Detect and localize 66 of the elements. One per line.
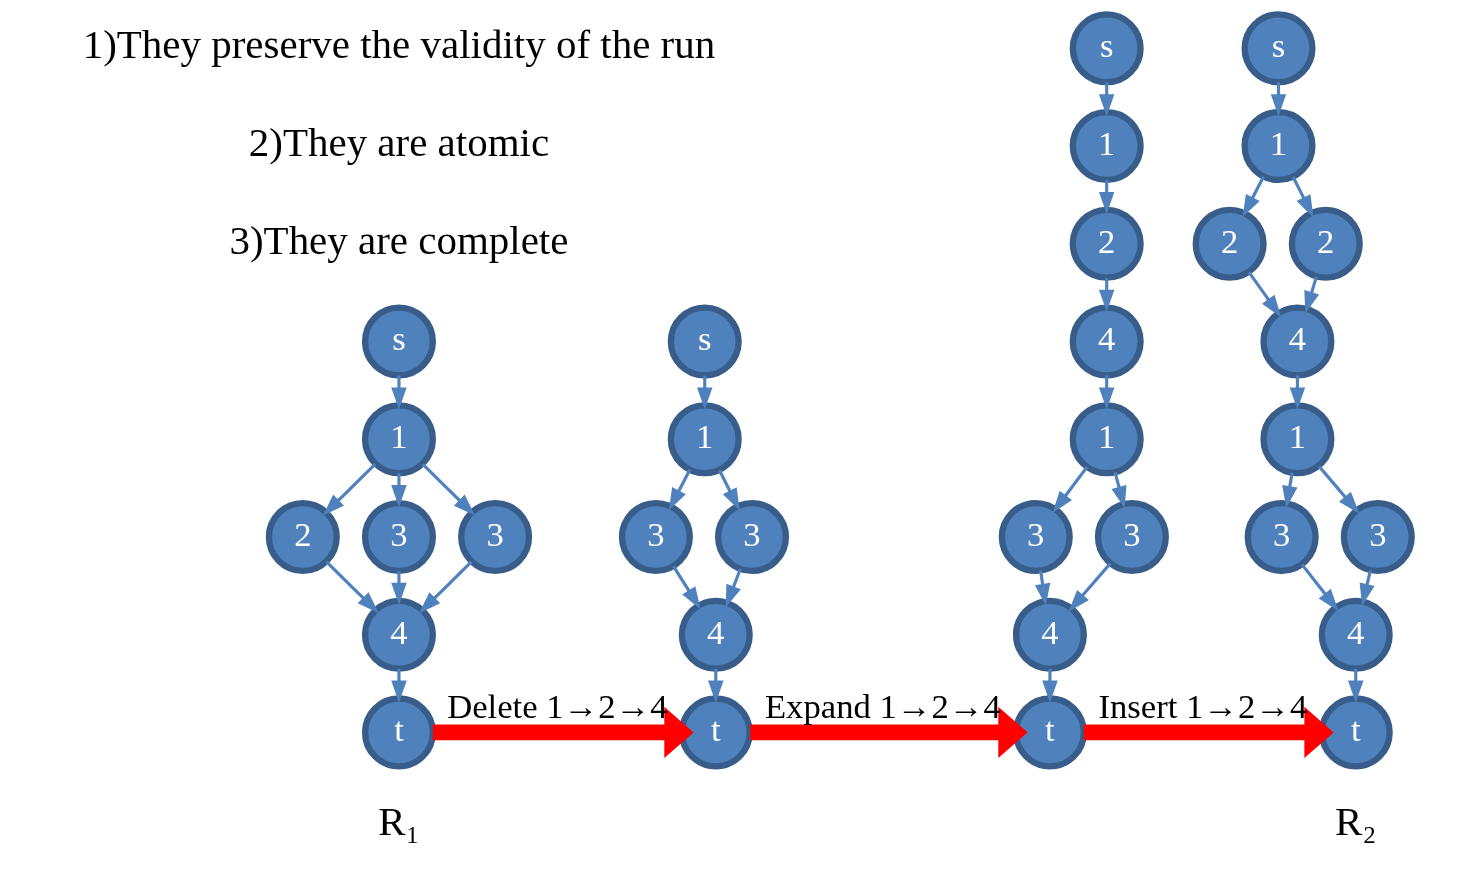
node-circle: 3 [1244, 499, 1319, 574]
node-circle: s [667, 304, 742, 379]
arrow [1052, 466, 1089, 513]
node-circle: 3 [1094, 499, 1169, 574]
node-circle: 3 [1340, 499, 1415, 574]
node-circle: 3 [998, 499, 1073, 574]
arrow [1068, 562, 1112, 612]
label: R₁ [378, 798, 420, 845]
edge-label: Delete 1→2→4 [447, 686, 668, 725]
arrow [718, 469, 740, 511]
arrow [1111, 471, 1127, 509]
arrow [391, 571, 407, 605]
node-circle: s [361, 304, 436, 379]
arrow [672, 565, 701, 610]
node-circle: 1 [1241, 109, 1316, 184]
arrow [1300, 563, 1339, 612]
node-circle: t [1318, 695, 1393, 770]
node-circle: 3 [458, 499, 533, 574]
node-circle: 1 [1069, 109, 1144, 184]
arrow [1304, 276, 1320, 314]
node-circle: 4 [1318, 597, 1393, 672]
label: 3)They are complete [229, 216, 569, 263]
node-circle: s [1069, 11, 1144, 86]
node-circle: t [361, 695, 436, 770]
arrow [1291, 176, 1314, 218]
arrow [1317, 465, 1360, 514]
label: 1)They preserve the validity of the run [82, 21, 716, 68]
node-circle: 4 [1012, 597, 1087, 672]
arrow [419, 560, 473, 614]
arrow [391, 375, 407, 410]
node-circle: 3 [361, 499, 436, 574]
arrow [1242, 175, 1265, 218]
arrow [391, 473, 407, 508]
arrow [1083, 706, 1334, 759]
node-circle: 1 [1069, 402, 1144, 477]
node-circle: 4 [1069, 304, 1144, 379]
edge-label: Insert 1→2→4 [1098, 686, 1308, 725]
arrow [1359, 570, 1375, 606]
node-circle: 4 [1260, 304, 1335, 379]
label: 2)They are atomic [248, 118, 550, 165]
arrow [322, 463, 377, 516]
arrow [668, 468, 692, 511]
node-circle: 2 [1288, 206, 1363, 281]
edge-label: Expand 1→2→4 [764, 686, 1001, 725]
arrow [432, 706, 694, 759]
arrow [391, 668, 407, 703]
node-circle: 3 [715, 499, 790, 574]
node-circle: s [1241, 11, 1316, 86]
node-circle: 3 [618, 499, 693, 574]
arrow [421, 463, 475, 516]
arrow [725, 568, 742, 608]
arrow [750, 706, 1028, 759]
node-circle: 1 [361, 402, 436, 477]
node-circle: 1 [667, 402, 742, 477]
node-circle: 2 [1192, 206, 1267, 281]
node-circle: 4 [361, 597, 436, 672]
arrow [325, 560, 379, 614]
arrow [1247, 271, 1282, 318]
label: R₂ [1334, 798, 1377, 845]
node-circle: 1 [1260, 402, 1335, 477]
arrow [1042, 668, 1058, 703]
node-circle: t [678, 695, 753, 770]
node-circle: 2 [1069, 206, 1144, 281]
node-circle: t [1012, 695, 1087, 770]
node-circle: 4 [678, 597, 753, 672]
node-circle: 2 [265, 499, 340, 574]
